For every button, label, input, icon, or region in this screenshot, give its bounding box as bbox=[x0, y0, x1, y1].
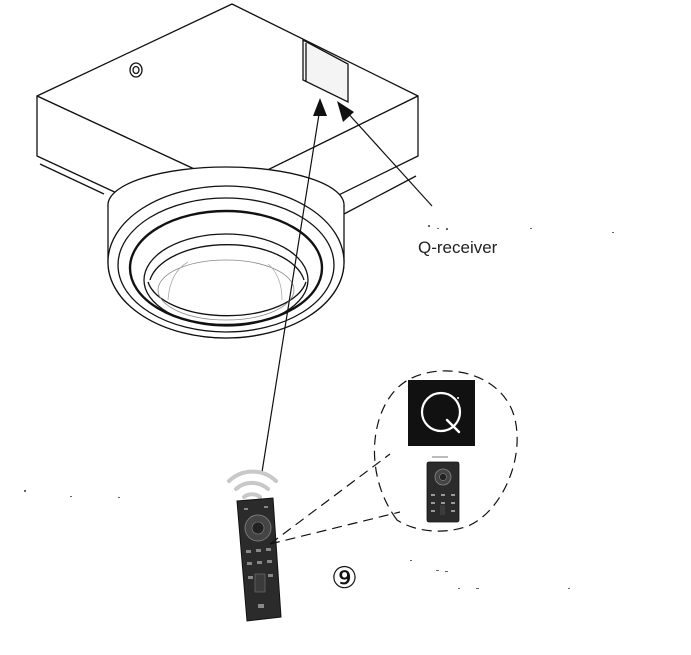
step-number-badge: ⑨ bbox=[331, 561, 358, 596]
remote-thumbnail bbox=[426, 456, 460, 523]
wifi-signal-icon bbox=[227, 469, 278, 499]
zoom-callout bbox=[269, 370, 518, 545]
receiver-label: Q-receiver bbox=[418, 238, 498, 257]
scan-specks bbox=[24, 225, 614, 589]
remote-control bbox=[227, 469, 282, 622]
light-fixture bbox=[107, 166, 345, 339]
receiver-window bbox=[302, 38, 349, 104]
receiver-pointer bbox=[261, 98, 433, 473]
q-logo bbox=[408, 380, 475, 446]
